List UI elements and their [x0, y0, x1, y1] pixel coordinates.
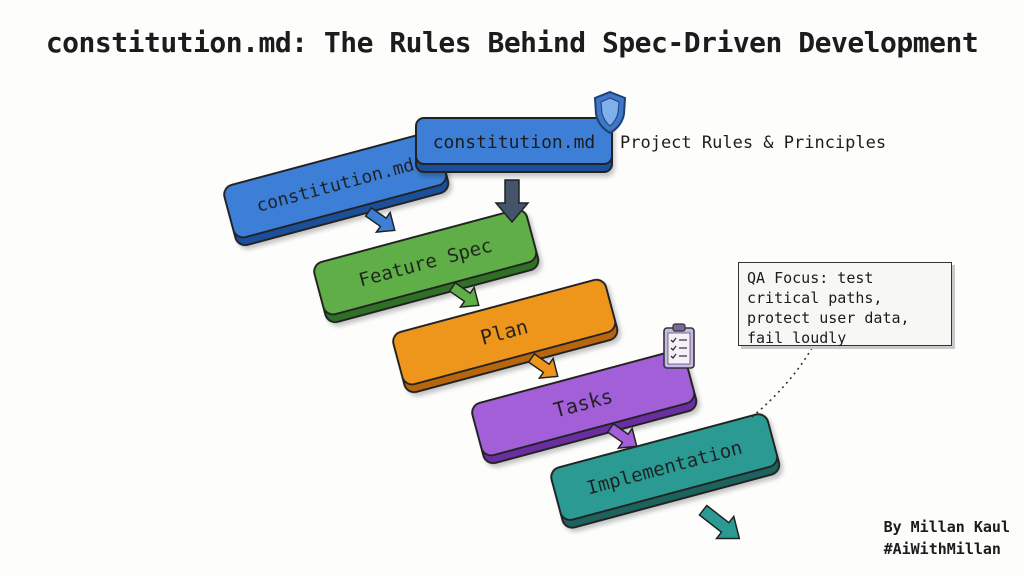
constitution-card-box — [415, 117, 613, 165]
rules-label: Project Rules & Principles — [620, 133, 887, 153]
page-title: constitution.md: The Rules Behind Spec-D… — [45, 26, 979, 59]
byline: By Millan Kaul #AiWithMillan — [884, 516, 1010, 560]
step-implementation-box — [550, 413, 779, 521]
byline-hashtag: #AiWithMillan — [883, 540, 1001, 558]
arrow-step-5-out — [698, 504, 741, 540]
qa-connector-line — [751, 347, 813, 418]
step-plan-box — [392, 278, 617, 386]
shield-icon — [593, 90, 627, 135]
clipboard-checklist-icon — [663, 323, 695, 369]
constitution-card: constitution.md — [415, 117, 613, 173]
arrow-step-1-2 — [364, 206, 396, 234]
constitution-card-label: constitution.md — [433, 132, 596, 153]
arrow-step-4-5 — [606, 422, 638, 450]
arrow-constitution-down — [494, 179, 530, 224]
step-implementation: Implementation — [550, 413, 781, 529]
step-feature-spec-box — [313, 208, 538, 316]
arrow-step-2-3 — [448, 281, 480, 309]
step-tasks-box — [471, 349, 696, 457]
arrow-step-3-4 — [527, 352, 559, 380]
step-plan: Plan — [392, 278, 619, 394]
step-constitution: constitution.md — [223, 131, 450, 247]
step-feature-spec: Feature Spec — [313, 208, 540, 324]
byline-author: By Millan Kaul — [883, 518, 1010, 536]
step-tasks: Tasks — [471, 349, 698, 465]
qa-focus-note: QA Focus: test critical paths, protect u… — [738, 262, 952, 347]
